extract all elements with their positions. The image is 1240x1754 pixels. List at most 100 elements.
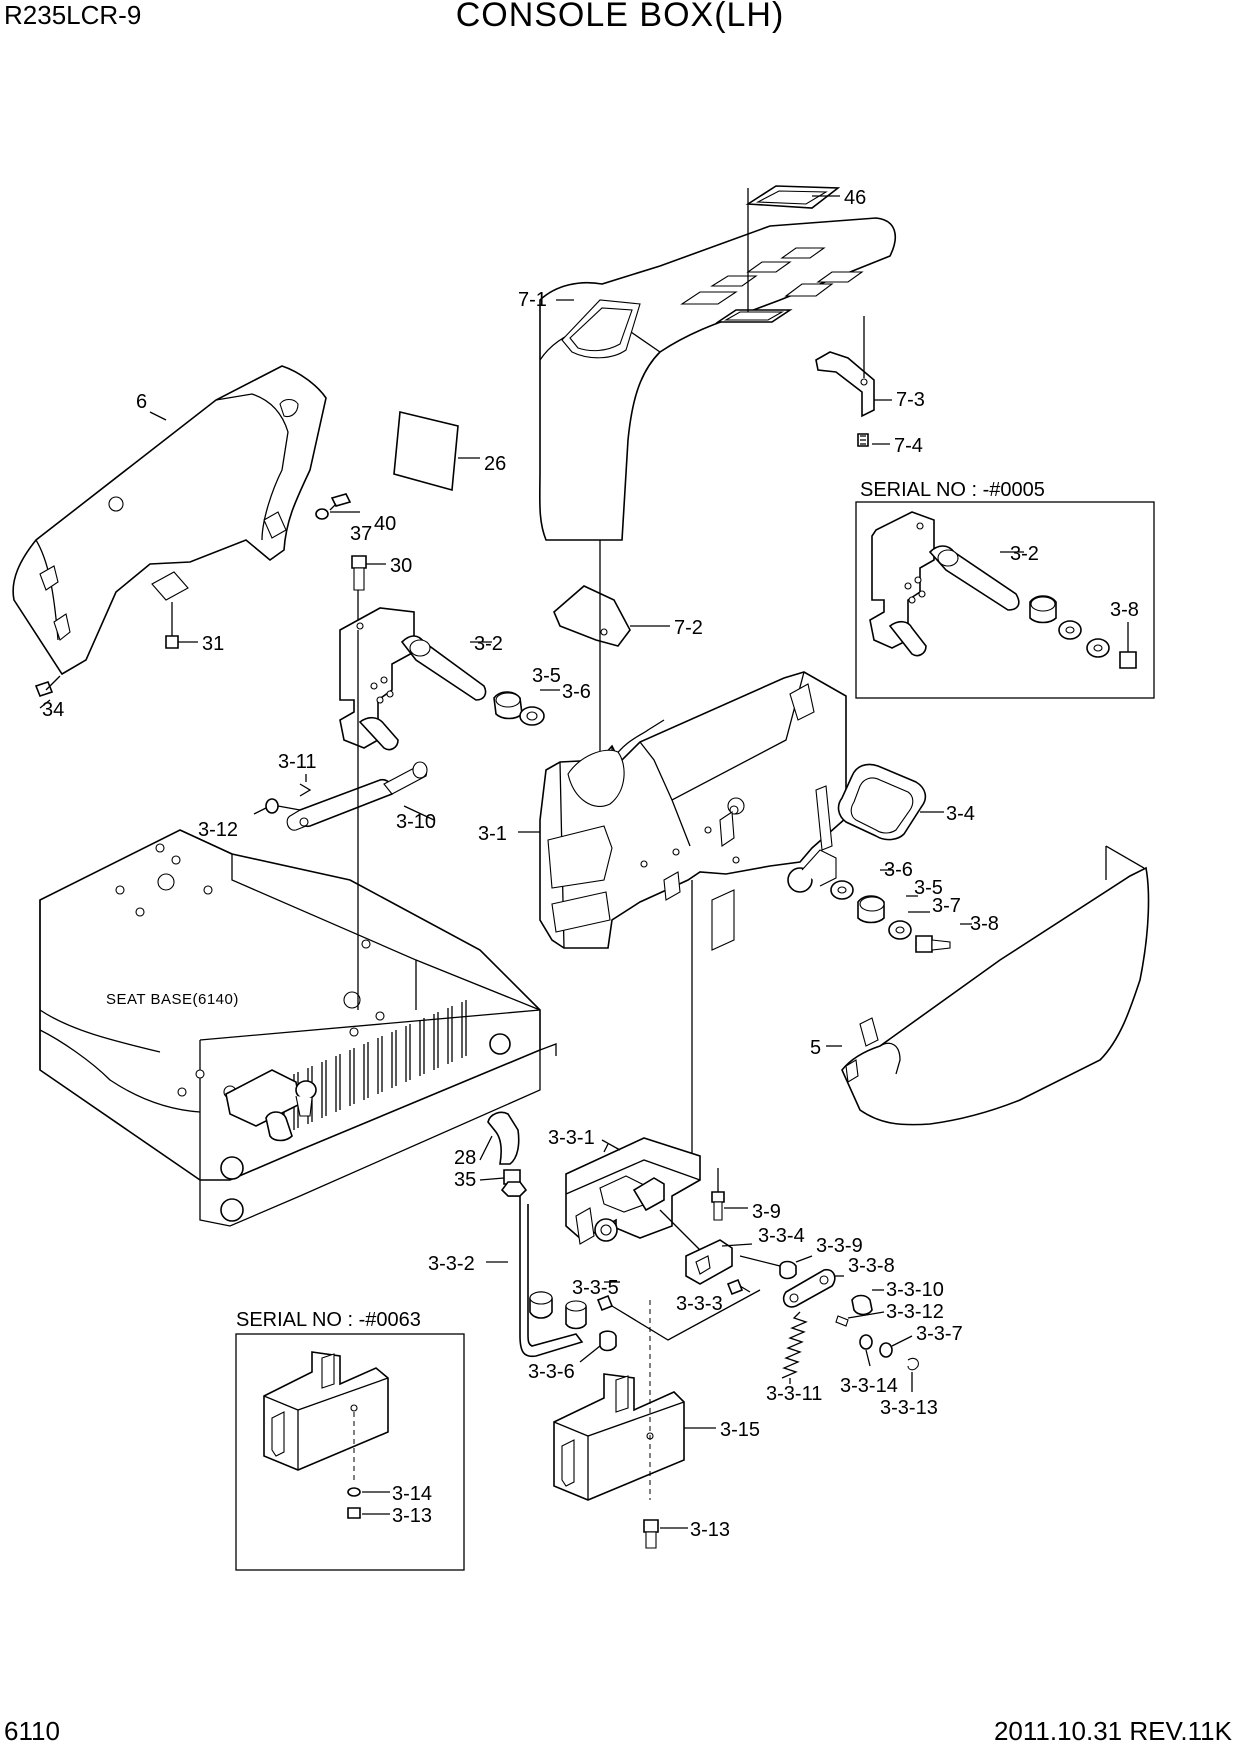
label-46: 46: [844, 187, 866, 209]
part-7-3-bracket: [815, 316, 875, 418]
inset-a-title: SERIAL NO : -#0005: [860, 479, 1045, 501]
label-5: 5: [810, 1037, 821, 1059]
part-3-2-hinge-bracket: [339, 607, 492, 751]
part-3-3-2-hose: [486, 1181, 584, 1358]
part-3-7-washer-right: [888, 920, 912, 940]
label-3-3-1: 3-3-1: [548, 1127, 595, 1149]
label-3-6: 3-6: [562, 681, 591, 703]
part-3-6-washer-left: [519, 689, 560, 726]
part-3-3-7-washer: [879, 1335, 913, 1358]
part-7-4-bolt: [857, 433, 869, 447]
inset-serial-0005: SERIAL NO : -#0005 3-2 3-8: [855, 479, 1155, 699]
page-title: CONSOLE BOX(LH): [455, 0, 785, 34]
part-3-3-14-washer: [859, 1334, 873, 1367]
label-31: 31: [202, 633, 224, 655]
label-3-1: 3-1: [478, 823, 507, 845]
label-3-3-5: 3-3-5: [572, 1277, 619, 1299]
label-3-11: 3-11: [278, 751, 317, 773]
label-26: 26: [484, 453, 506, 475]
part-3-13-bolt: [643, 1519, 688, 1549]
part-3-6-washer-right: [830, 880, 854, 900]
part-40-bolt: [329, 493, 352, 511]
part-34-bolt: [34, 675, 61, 697]
label-7-1: 7-1: [518, 289, 547, 311]
inset-a-label-3-8: 3-8: [1110, 599, 1139, 621]
label-30: 30: [390, 555, 412, 577]
label-3-8: 3-8: [970, 913, 999, 935]
label-3-9: 3-9: [752, 1201, 781, 1223]
label-3-10: 3-10: [396, 811, 436, 833]
part-3-3-6-pin: [565, 1300, 617, 1363]
label-6: 6: [136, 391, 147, 413]
page-number: 6110: [4, 1716, 60, 1746]
label-3-3-13: 3-3-13: [880, 1397, 938, 1419]
part-3-3-11-spring: [781, 1311, 808, 1384]
label-3-7: 3-7: [932, 895, 961, 917]
inset-b-label-3-14: 3-14: [392, 1483, 432, 1505]
model-number: R235LCR-9: [4, 0, 142, 30]
part-3-4-boot: [815, 763, 944, 851]
label-7-4: 7-4: [894, 435, 923, 457]
part-28-hose-elbow: [487, 1111, 520, 1165]
label-3-3-2: 3-3-2: [428, 1253, 475, 1275]
label-34: 34: [42, 699, 64, 721]
part-31-bolt: [165, 602, 198, 649]
part-6-side-cover: [12, 365, 327, 676]
label-3-3-4: 3-3-4: [758, 1225, 805, 1247]
label-35: 35: [454, 1169, 476, 1191]
part-3-3-9-spacer: [739, 1255, 813, 1280]
label-3-3-6: 3-3-6: [528, 1361, 575, 1383]
label-3-2: 3-2: [474, 633, 503, 655]
label-7-3: 7-3: [896, 389, 925, 411]
revision-date: 2011.10.31 REV.11K: [993, 1716, 1232, 1746]
label-3-3-8: 3-3-8: [848, 1255, 895, 1277]
part-5-side-cover: [826, 845, 1150, 1126]
part-30-bolt: [351, 555, 386, 630]
part-3-3-10-ring: [851, 1289, 884, 1316]
part-3-1-console-frame: [518, 671, 847, 951]
inset-b-title: SERIAL NO : -#0063: [236, 1309, 421, 1331]
label-3-12: 3-12: [198, 819, 238, 841]
part-3-3-4-switch: [685, 1239, 753, 1285]
label-28: 28: [454, 1147, 476, 1169]
label-3-15: 3-15: [720, 1419, 760, 1441]
part-3-3-1-lock-assembly: [565, 1137, 701, 1251]
part-3-11-pin: [299, 774, 312, 797]
part-3-10-gas-spring: [286, 761, 435, 831]
part-3-9-bolt: [711, 1168, 748, 1221]
label-7-2: 7-2: [674, 617, 703, 639]
part-7-1-console-cover: [538, 188, 897, 541]
part-46-pad: [745, 185, 841, 209]
part-3-3-8-lever: [782, 1268, 844, 1308]
part-3-3-5-pin: [529, 1281, 761, 1341]
part-3-3-12-pin: [835, 1311, 885, 1327]
label-3-3-10: 3-3-10: [886, 1279, 944, 1301]
label-3-3-12: 3-3-12: [886, 1301, 944, 1323]
label-3-3-11: 3-3-11: [766, 1383, 822, 1405]
part-3-15-cover: [553, 1300, 716, 1501]
inset-b-label-3-13: 3-13: [392, 1505, 432, 1527]
part-3-3-3-screw: [726, 1278, 751, 1296]
part-26-label: [393, 411, 480, 492]
inset-serial-0063: SERIAL NO : -#0063 3-14 3-13: [235, 1309, 465, 1571]
inset-a-label-3-2: 3-2: [1010, 543, 1039, 565]
label-3-4: 3-4: [946, 803, 975, 825]
label-3-5-right: 3-5: [914, 877, 943, 899]
part-3-3-13-clip: [907, 1357, 919, 1392]
seat-base-label: SEAT BASE(6140): [106, 991, 239, 1008]
label-3-3-14: 3-3-14: [840, 1375, 898, 1397]
part-3-8-bolt-right: [915, 935, 951, 953]
label-3-3-3: 3-3-3: [676, 1293, 723, 1315]
label-40: 40: [374, 513, 396, 535]
part-3-5-bushing-right: [857, 895, 885, 924]
label-37: 37: [350, 523, 372, 545]
part-3-5-bushing-left: [493, 691, 523, 720]
label-3-3-9: 3-3-9: [816, 1235, 863, 1257]
part-37-washer: [315, 508, 360, 520]
label-3-3-7: 3-3-7: [916, 1323, 963, 1345]
seat-base: SEAT BASE(6140): [39, 829, 557, 1227]
label-3-6-right: 3-6: [884, 859, 913, 881]
label-3-5: 3-5: [532, 665, 561, 687]
part-3-12-washer: [253, 798, 301, 815]
